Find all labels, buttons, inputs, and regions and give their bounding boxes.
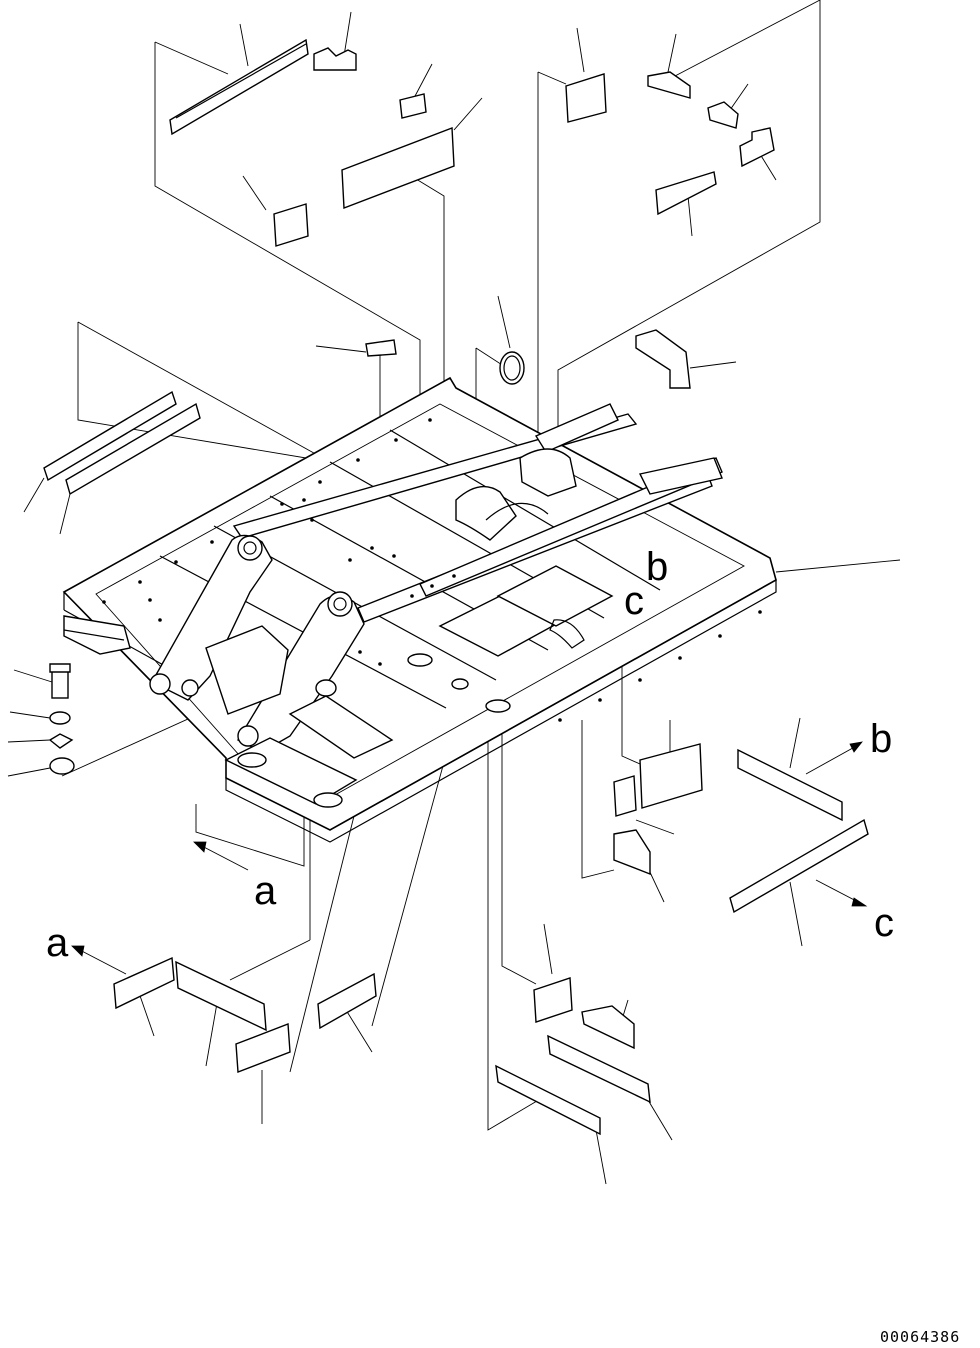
small-plate-b (273, 203, 309, 247)
plate-s (613, 775, 637, 817)
long-rail-part (169, 38, 309, 136)
view-labels: b c b c a a (46, 545, 894, 965)
plate-c (565, 73, 607, 123)
label-a-lower: a (46, 921, 69, 965)
plate-d (647, 71, 691, 99)
long-plate-p (547, 1034, 651, 1104)
plate-k (175, 960, 267, 1032)
plate-l (235, 1023, 291, 1073)
plate-m (317, 972, 377, 1030)
plate-o (581, 1005, 635, 1050)
notched-t (613, 829, 651, 876)
main-frame (62, 376, 777, 843)
rivet-dots (102, 418, 762, 722)
washer-1 (49, 711, 71, 725)
bracket-i (635, 329, 691, 389)
loose-parts (43, 38, 869, 1136)
label-b-lower: b (870, 717, 892, 761)
small-plate-h (365, 339, 397, 357)
plate-r (639, 743, 703, 809)
label-b-upper: b (646, 545, 668, 589)
label-c-lower: c (874, 901, 894, 945)
label-c-upper: c (624, 579, 644, 623)
long-plate-q (495, 1064, 601, 1136)
document-number: 00064386 (880, 1328, 960, 1346)
washer-2 (48, 733, 74, 749)
left-rail-2 (65, 402, 201, 496)
small-plate-a (399, 93, 427, 119)
long-plate-u (737, 748, 843, 822)
plate-j (113, 956, 175, 1010)
wedge-e (707, 101, 739, 129)
washer-3 (49, 757, 75, 775)
long-plate-a (341, 127, 455, 209)
notched-block (313, 47, 357, 71)
long-rail-v (729, 818, 869, 914)
left-rail-1 (43, 390, 177, 482)
notched-f (739, 127, 775, 168)
plate-n (533, 977, 573, 1023)
bolt-head (49, 663, 71, 673)
long-plate-g (655, 171, 717, 216)
label-a-upper: a (254, 869, 277, 913)
